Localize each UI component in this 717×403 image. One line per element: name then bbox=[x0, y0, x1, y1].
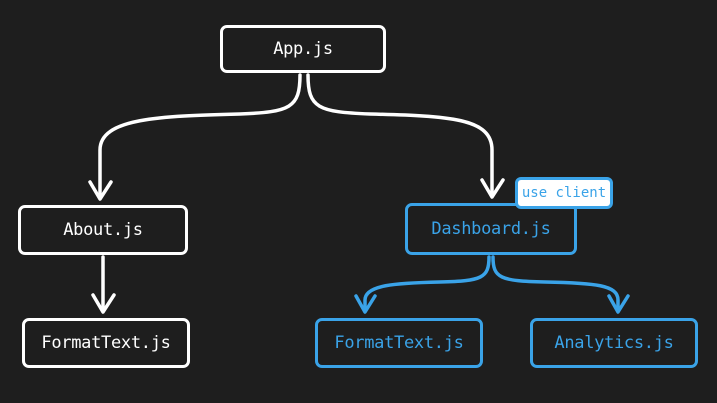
arrowhead-about bbox=[88, 180, 113, 201]
edge-app-to-about bbox=[98, 73, 302, 200]
arrowhead-formattext-right bbox=[354, 294, 377, 314]
node-about-js-label: About.js bbox=[63, 220, 143, 240]
node-formattext-js-left: FormatText.js bbox=[22, 318, 190, 368]
node-dashboard-js-label: Dashboard.js bbox=[431, 219, 551, 239]
node-analytics-js-label: Analytics.js bbox=[554, 333, 674, 353]
edge-app-to-dashboard bbox=[306, 73, 494, 198]
node-app-js-label: App.js bbox=[273, 39, 333, 59]
arrowhead-formattext-left bbox=[91, 293, 116, 314]
node-formattext-js-right-label: FormatText.js bbox=[334, 333, 464, 353]
edge-dashboard-to-formattext bbox=[363, 255, 491, 313]
node-app-js: App.js bbox=[220, 25, 386, 73]
arrowhead-dashboard bbox=[480, 178, 505, 199]
arrowhead-analytics bbox=[607, 294, 630, 314]
use-client-badge: use client bbox=[515, 177, 613, 209]
node-analytics-js: Analytics.js bbox=[530, 318, 698, 368]
use-client-badge-label: use client bbox=[521, 185, 607, 201]
node-about-js: About.js bbox=[18, 205, 188, 255]
edge-dashboard-to-analytics bbox=[491, 255, 620, 313]
node-formattext-js-left-label: FormatText.js bbox=[41, 333, 171, 353]
node-dashboard-js: Dashboard.js bbox=[405, 203, 577, 255]
node-formattext-js-right: FormatText.js bbox=[315, 318, 483, 368]
